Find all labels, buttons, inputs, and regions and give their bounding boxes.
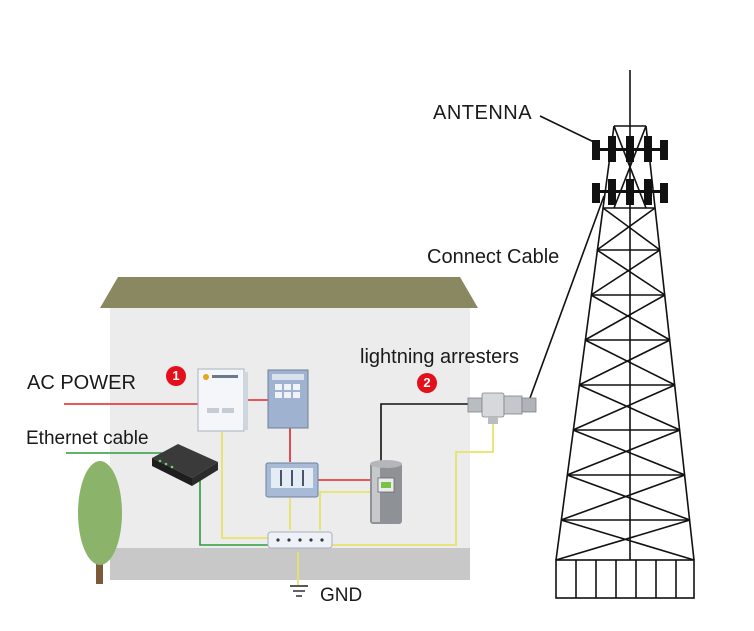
lightning-arresters-label: lightning arresters [360,346,519,368]
badge-two: 2 [417,373,437,393]
network-switch [267,531,333,549]
ethernet-cable-label: Ethernet cable [26,428,149,449]
communication-tower [555,70,695,599]
media-converter [152,444,218,486]
building-floor-strip [110,548,470,580]
inline-arrester [467,392,537,424]
distribution-box [197,368,248,432]
surge-panel [267,369,309,429]
antenna-array [592,136,668,205]
ac-power-label: AC POWER [27,372,136,394]
gnd-label: GND [320,585,363,606]
building-roof [100,277,478,308]
badge-one: 1 [166,366,186,386]
breaker-module [265,462,319,498]
antenna-label: ANTENNA [433,102,533,124]
gnd-symbol [290,585,308,597]
coax-wiring [380,115,605,462]
tree-crown [78,461,122,565]
tree-trunk [96,548,103,584]
connect-cable-label: Connect Cable [427,246,560,268]
signal-wiring [221,422,494,585]
cylinder-arrester [370,460,402,524]
